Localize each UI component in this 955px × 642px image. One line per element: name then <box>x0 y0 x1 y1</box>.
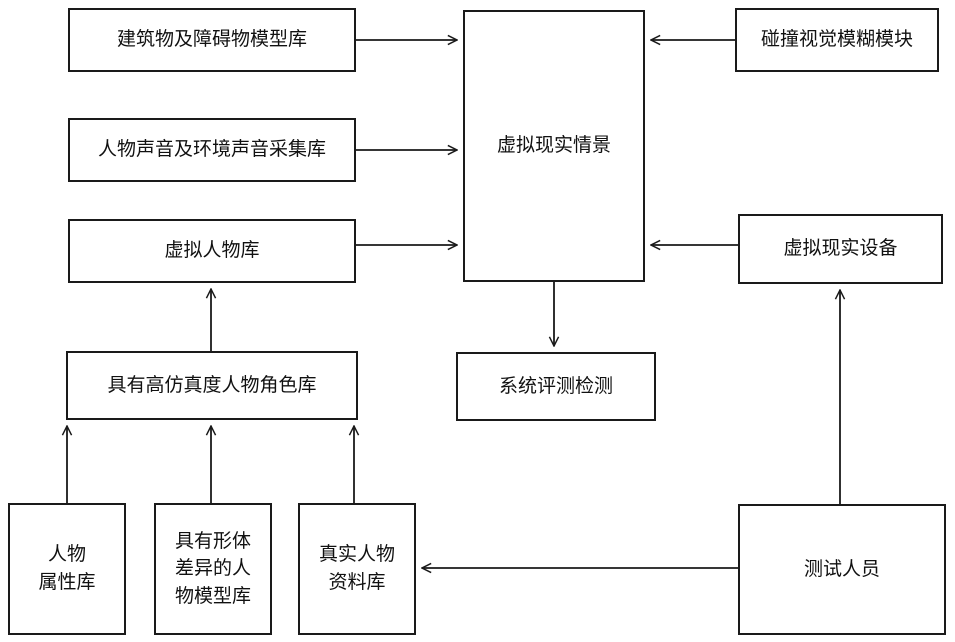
character-attribute-library-label: 人物 属性库 <box>38 541 95 596</box>
virtual-character-library-label: 虚拟人物库 <box>164 237 259 265</box>
system-evaluation-detection-node: 系统评测检测 <box>456 352 656 421</box>
voice-ambient-sound-library-label: 人物声音及环境声音采集库 <box>98 136 326 164</box>
building-obstacle-model-library-label: 建筑物及障碍物模型库 <box>117 26 307 54</box>
virtual-reality-scene-node: 虚拟现实情景 <box>463 10 645 282</box>
building-obstacle-model-library-node: 建筑物及障碍物模型库 <box>68 8 356 72</box>
virtual-reality-device-node: 虚拟现实设备 <box>738 214 943 284</box>
virtual-character-library-node: 虚拟人物库 <box>68 219 356 283</box>
system-evaluation-detection-label: 系统评测检测 <box>499 373 613 401</box>
real-character-data-library-label: 真实人物 资料库 <box>319 541 395 596</box>
real-character-data-library-node: 真实人物 资料库 <box>298 503 416 635</box>
virtual-reality-device-label: 虚拟现实设备 <box>783 235 897 263</box>
collision-visual-blur-module-node: 碰撞视觉模糊模块 <box>735 8 939 72</box>
voice-ambient-sound-library-node: 人物声音及环境声音采集库 <box>68 118 356 182</box>
tester-label: 测试人员 <box>804 556 880 584</box>
collision-visual-blur-module-label: 碰撞视觉模糊模块 <box>761 26 913 54</box>
tester-node: 测试人员 <box>738 504 946 635</box>
body-difference-character-model-library-label: 具有形体 差异的人 物模型库 <box>175 528 251 611</box>
virtual-reality-scene-label: 虚拟现实情景 <box>497 132 611 160</box>
high-fidelity-character-role-library-label: 具有高仿真度人物角色库 <box>107 372 316 400</box>
character-attribute-library-node: 人物 属性库 <box>8 503 126 635</box>
high-fidelity-character-role-library-node: 具有高仿真度人物角色库 <box>66 351 358 420</box>
body-difference-character-model-library-node: 具有形体 差异的人 物模型库 <box>154 503 272 635</box>
